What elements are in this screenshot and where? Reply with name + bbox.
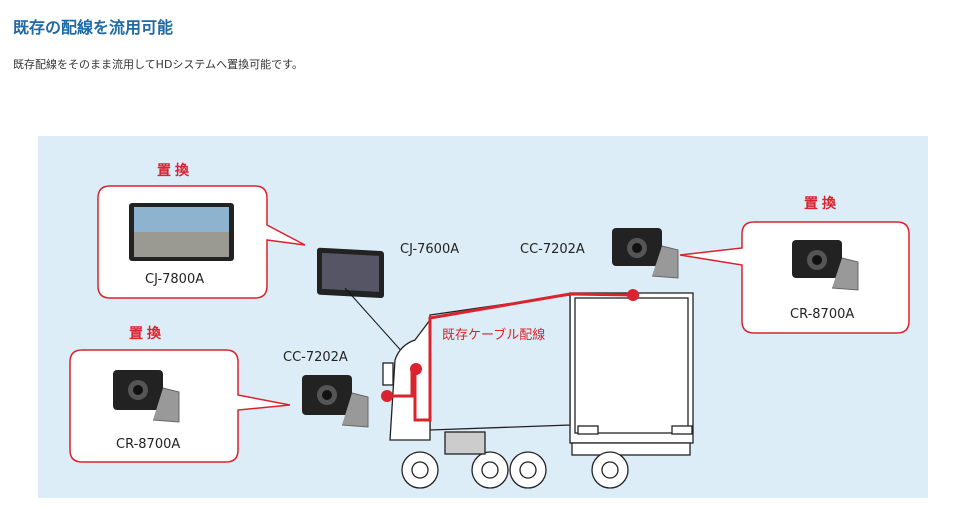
- label-existing-cable: 既存ケーブル配線: [442, 328, 546, 343]
- label-cj7800a: CJ-7800A: [145, 272, 205, 287]
- truck-illustration: [382, 292, 694, 489]
- replace-label-camera-top: 置換: [804, 196, 840, 212]
- page-title: 既存の配線を流用可能: [13, 18, 174, 37]
- existing-cable: [387, 292, 634, 422]
- replace-label-monitor: 置換: [157, 163, 193, 179]
- label-cr8700a-top: CR-8700A: [790, 307, 855, 322]
- monitor-cj7800a-image: [129, 203, 234, 261]
- label-cj7600a: CJ-7600A: [400, 242, 460, 257]
- replace-label-camera-front: 置換: [129, 326, 165, 342]
- camera-images: [113, 228, 859, 428]
- label-cr8700a-front: CR-8700A: [116, 437, 181, 452]
- label-cc7202a-front: CC-7202A: [283, 350, 348, 365]
- monitor-cj7600a-image: [317, 247, 406, 356]
- label-cc7202a-top: CC-7202A: [520, 242, 585, 257]
- cable-connection-points: [381, 289, 639, 402]
- description: 既存配線をそのまま流用してHDシステムへ置換可能です。: [13, 58, 303, 71]
